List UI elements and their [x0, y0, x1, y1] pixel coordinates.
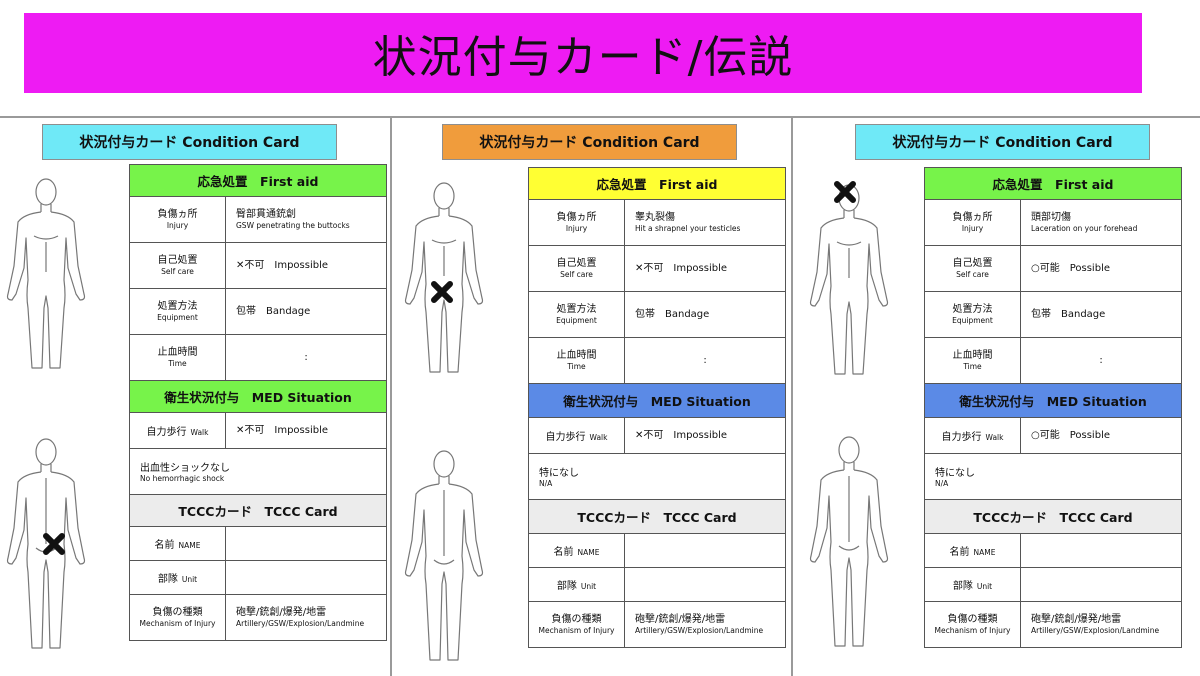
body-front-figure — [404, 182, 484, 373]
self-care-value: ✕不可 Impossible — [635, 263, 728, 274]
tccc-header: TCCCカード TCCC Card — [925, 499, 1181, 533]
self-care-value: ✕不可 Impossible — [236, 260, 329, 271]
walk-value: ✕不可 Impossible — [236, 425, 329, 436]
walk-value: ○可能 Possible — [1031, 430, 1110, 441]
card-title: 状況付与カード Condition Card — [42, 124, 337, 160]
wound-marker-icon — [43, 533, 65, 555]
card-title: 状況付与カード Condition Card — [855, 124, 1150, 160]
first-aid-header: 応急処置 First aid — [130, 164, 386, 196]
condition-card-2: 状況付与カード Condition Card 応急処置 First aid 負傷… — [392, 118, 791, 676]
wound-marker-icon — [431, 281, 453, 303]
time-value: : — [304, 352, 308, 363]
time-value: : — [1099, 355, 1103, 366]
walk-value: ✕不可 Impossible — [635, 430, 728, 441]
condition-card-3: 状況付与カード Condition Card 応急処置 First aid 負傷… — [793, 118, 1200, 676]
page-title: 状況付与カード/伝説 — [372, 32, 794, 83]
name-field[interactable] — [625, 534, 785, 567]
name-field[interactable] — [226, 527, 386, 560]
card-title: 状況付与カード Condition Card — [442, 124, 737, 160]
injury-value: 睾丸裂傷 — [635, 212, 675, 223]
panel-divider-1 — [390, 117, 392, 676]
first-aid-header: 応急処置 First aid — [529, 167, 785, 199]
first-aid-header: 応急処置 First aid — [925, 167, 1181, 199]
unit-field[interactable] — [625, 568, 785, 601]
equipment-value: 包帯 Bandage — [236, 306, 311, 317]
tccc-header: TCCCカード TCCC Card — [130, 494, 386, 526]
body-back-figure — [6, 438, 86, 649]
condition-card-1: 状況付与カード Condition Card 応急処置 First aid 負傷… — [0, 118, 390, 676]
body-front-figure — [809, 184, 889, 375]
med-situation-header: 衛生状況付与 MED Situation — [130, 380, 386, 412]
med-situation-header: 衛生状況付与 MED Situation — [529, 383, 785, 417]
body-back-figure — [404, 450, 484, 661]
time-value: : — [703, 355, 707, 366]
injury-value: 臀部貫通銃創 — [236, 209, 296, 220]
self-care-value: ○可能 Possible — [1031, 263, 1110, 274]
tccc-header: TCCCカード TCCC Card — [529, 499, 785, 533]
panel-divider-2 — [791, 117, 793, 676]
med-situation-header: 衛生状況付与 MED Situation — [925, 383, 1181, 417]
top-divider — [0, 116, 1200, 118]
title-banner: 状況付与カード/伝説 — [24, 13, 1142, 93]
unit-field[interactable] — [1021, 568, 1181, 601]
wound-marker-icon — [834, 181, 856, 203]
body-front-figure — [6, 178, 86, 369]
unit-field[interactable] — [226, 561, 386, 594]
name-field[interactable] — [1021, 534, 1181, 567]
equipment-value: 包帯 Bandage — [1031, 309, 1106, 320]
equipment-value: 包帯 Bandage — [635, 309, 710, 320]
injury-value: 頭部切傷 — [1031, 212, 1071, 223]
body-back-figure — [809, 436, 889, 647]
